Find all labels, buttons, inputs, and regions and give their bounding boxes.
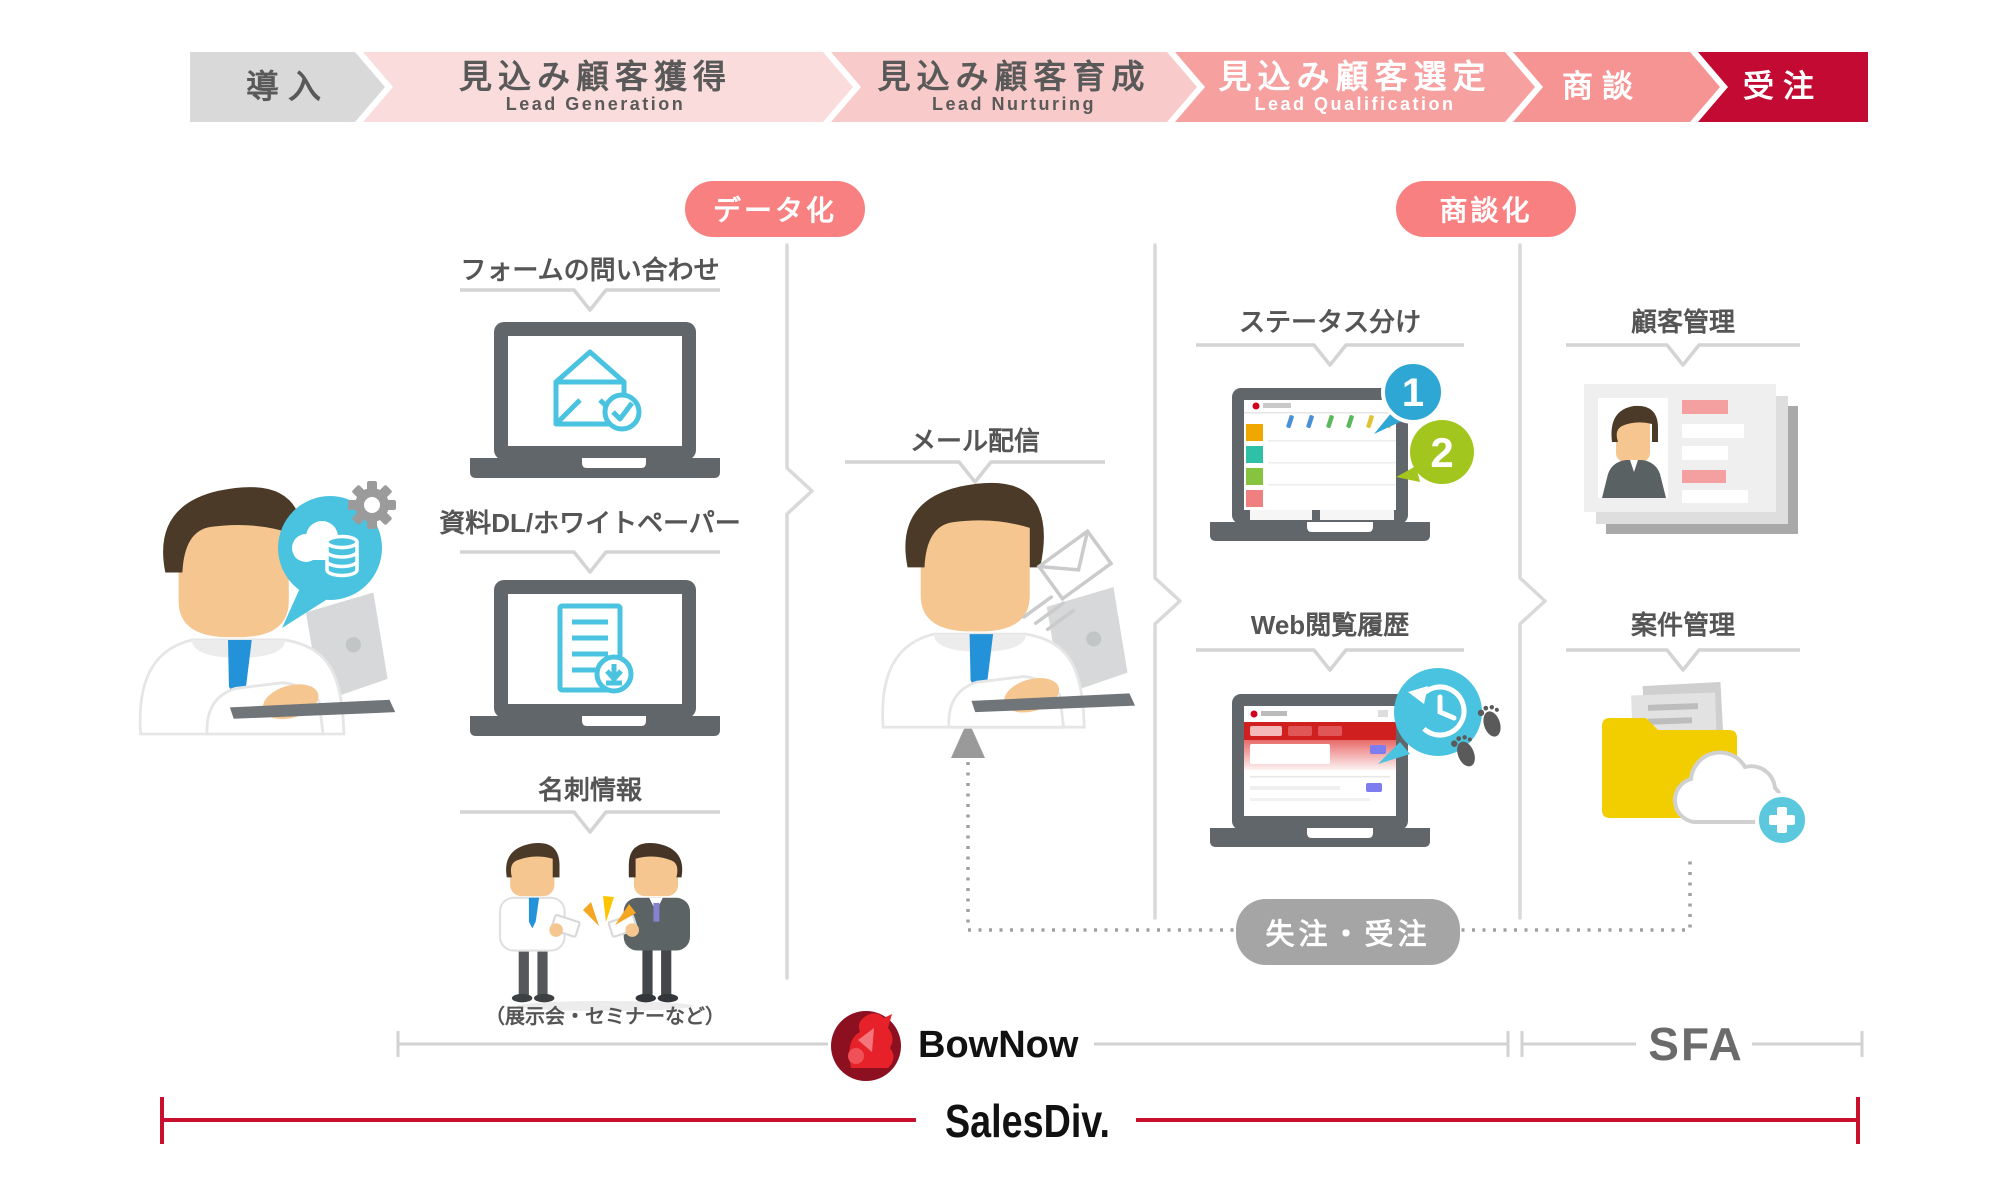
lost-won-badge: 失注・受注 xyxy=(1236,899,1460,965)
label-mail-delivery: メール配信 xyxy=(909,426,1040,456)
businessman-dark-suit xyxy=(607,843,690,1003)
doc-download-laptop-illustration xyxy=(470,580,720,736)
label-brackets xyxy=(460,288,1800,834)
gear-icon xyxy=(348,481,396,529)
funnel-stage-order: 受注 xyxy=(1698,52,1868,122)
label-deal-mgmt: 案件管理 xyxy=(1630,610,1735,640)
web-history-laptop-illustration xyxy=(1210,668,1507,847)
stage-label: 見込み顧客育成 xyxy=(877,58,1151,96)
customer-card-illustration xyxy=(1584,384,1798,534)
bubble-number-2: 2 xyxy=(1430,429,1454,476)
spark-icon xyxy=(583,896,636,926)
bownow-wordmark: BowNow xyxy=(918,1024,1079,1066)
stage-sublabel: Lead Generation xyxy=(505,93,686,114)
funnel-stage-shape-nurturing xyxy=(831,52,1197,122)
business-card-exchange-illustration xyxy=(498,843,693,1011)
salesdiv-bracket xyxy=(160,1097,1860,1144)
funnel-stage-leadgen: 見込み顧客獲得 Lead Generation xyxy=(368,52,823,122)
label-customer-mgmt: 顧客管理 xyxy=(1630,307,1735,337)
funnel-stage-meeting: 商談 xyxy=(1513,52,1691,122)
stage-label: 商談 xyxy=(1562,68,1642,104)
bracket-web-history xyxy=(1196,648,1464,672)
stage-label: 見込み顧客獲得 xyxy=(459,58,732,96)
funnel-stage-shape-leadgen xyxy=(363,52,853,122)
deal-folder-illustration xyxy=(1602,681,1809,847)
meeting-conversion-badge: 商談化 xyxy=(1396,181,1576,237)
envelope-check-icon xyxy=(553,349,642,432)
stage-sublabel: Lead Qualification xyxy=(1254,93,1456,114)
funnel-stage-shape-qualification xyxy=(1175,52,1535,122)
separator-3 xyxy=(1518,243,1547,920)
label-doc-download: 資料DL/ホワイトペーパー xyxy=(439,508,741,538)
bownow-sfa-brackets xyxy=(396,1031,1864,1057)
label-web-history: Web閲覧履歴 xyxy=(1250,610,1410,640)
funnel-stage-nurturing: 見込み顧客育成 Lead Nurturing xyxy=(861,52,1167,122)
form-inquiry-laptop-illustration xyxy=(470,322,720,478)
stage-label: 受注 xyxy=(1743,68,1823,104)
bownow-range-bracket xyxy=(396,1031,1510,1057)
card-portrait xyxy=(1602,405,1666,498)
label-business-card: 名刺情報 xyxy=(537,775,642,805)
separator-1 xyxy=(785,243,814,980)
stage-sublabel: Lead Nurturing xyxy=(932,93,1096,114)
stage-label: 見込み顧客選定 xyxy=(1218,58,1492,96)
bubble-number-1: 1 xyxy=(1401,371,1425,415)
mail-delivery-person-illustration xyxy=(881,481,1137,729)
funnel-stage-intro: 導入 xyxy=(190,52,386,122)
funnel-stage-shape-intro xyxy=(190,52,385,122)
funnel-stage-shape-order xyxy=(1698,52,1868,122)
note-business-card: （展示会・セミナーなど） xyxy=(485,1006,725,1028)
businessman-white-shirt xyxy=(498,843,581,1003)
label-form-inquiry: フォームの問い合わせ xyxy=(460,255,720,285)
data-conversion-badge: データ化 xyxy=(685,181,865,237)
funnel-stage-shape-meeting xyxy=(1513,52,1720,122)
bracket-mail-delivery xyxy=(845,460,1105,484)
web-page-screen xyxy=(1244,710,1396,801)
sfa-range-bracket xyxy=(1520,1031,1864,1057)
funnel-stage-qualification: 見込み顧客選定 Lead Qualification xyxy=(1205,52,1505,122)
label-status-sorting: ステータス分け xyxy=(1238,307,1421,337)
section-separators xyxy=(785,243,1547,980)
feedback-arrow-icon xyxy=(951,720,985,758)
status-sorting-laptop-illustration xyxy=(1210,360,1474,541)
bracket-customer-mgmt xyxy=(1566,343,1800,367)
history-clock-bubble-icon xyxy=(1378,668,1482,764)
bracket-business-card xyxy=(460,810,720,834)
document-download-icon xyxy=(557,603,634,694)
marketer-person-illustration xyxy=(138,481,397,736)
bracket-doc-download xyxy=(460,550,720,574)
salesdiv-label: SalesDiv. xyxy=(945,1095,1110,1147)
separator-2 xyxy=(1153,243,1182,920)
status-dashboard-screen xyxy=(1244,402,1396,520)
bownow-logo-icon xyxy=(831,1011,901,1081)
stage-label: 導入 xyxy=(246,67,330,105)
sfa-label: SFA xyxy=(1648,1018,1744,1070)
bracket-deal-mgmt xyxy=(1566,648,1800,672)
cloud-plus-icon xyxy=(1755,793,1809,847)
funnel-bar xyxy=(190,52,1868,122)
flying-envelope-icon xyxy=(1022,528,1114,632)
bracket-form-inquiry xyxy=(460,288,720,312)
lost-won-feedback-line xyxy=(966,762,1692,932)
speech-bubble-1-icon xyxy=(1374,360,1445,434)
speech-bubble-2-icon xyxy=(1396,420,1474,484)
bracket-status-sorting xyxy=(1196,343,1464,367)
